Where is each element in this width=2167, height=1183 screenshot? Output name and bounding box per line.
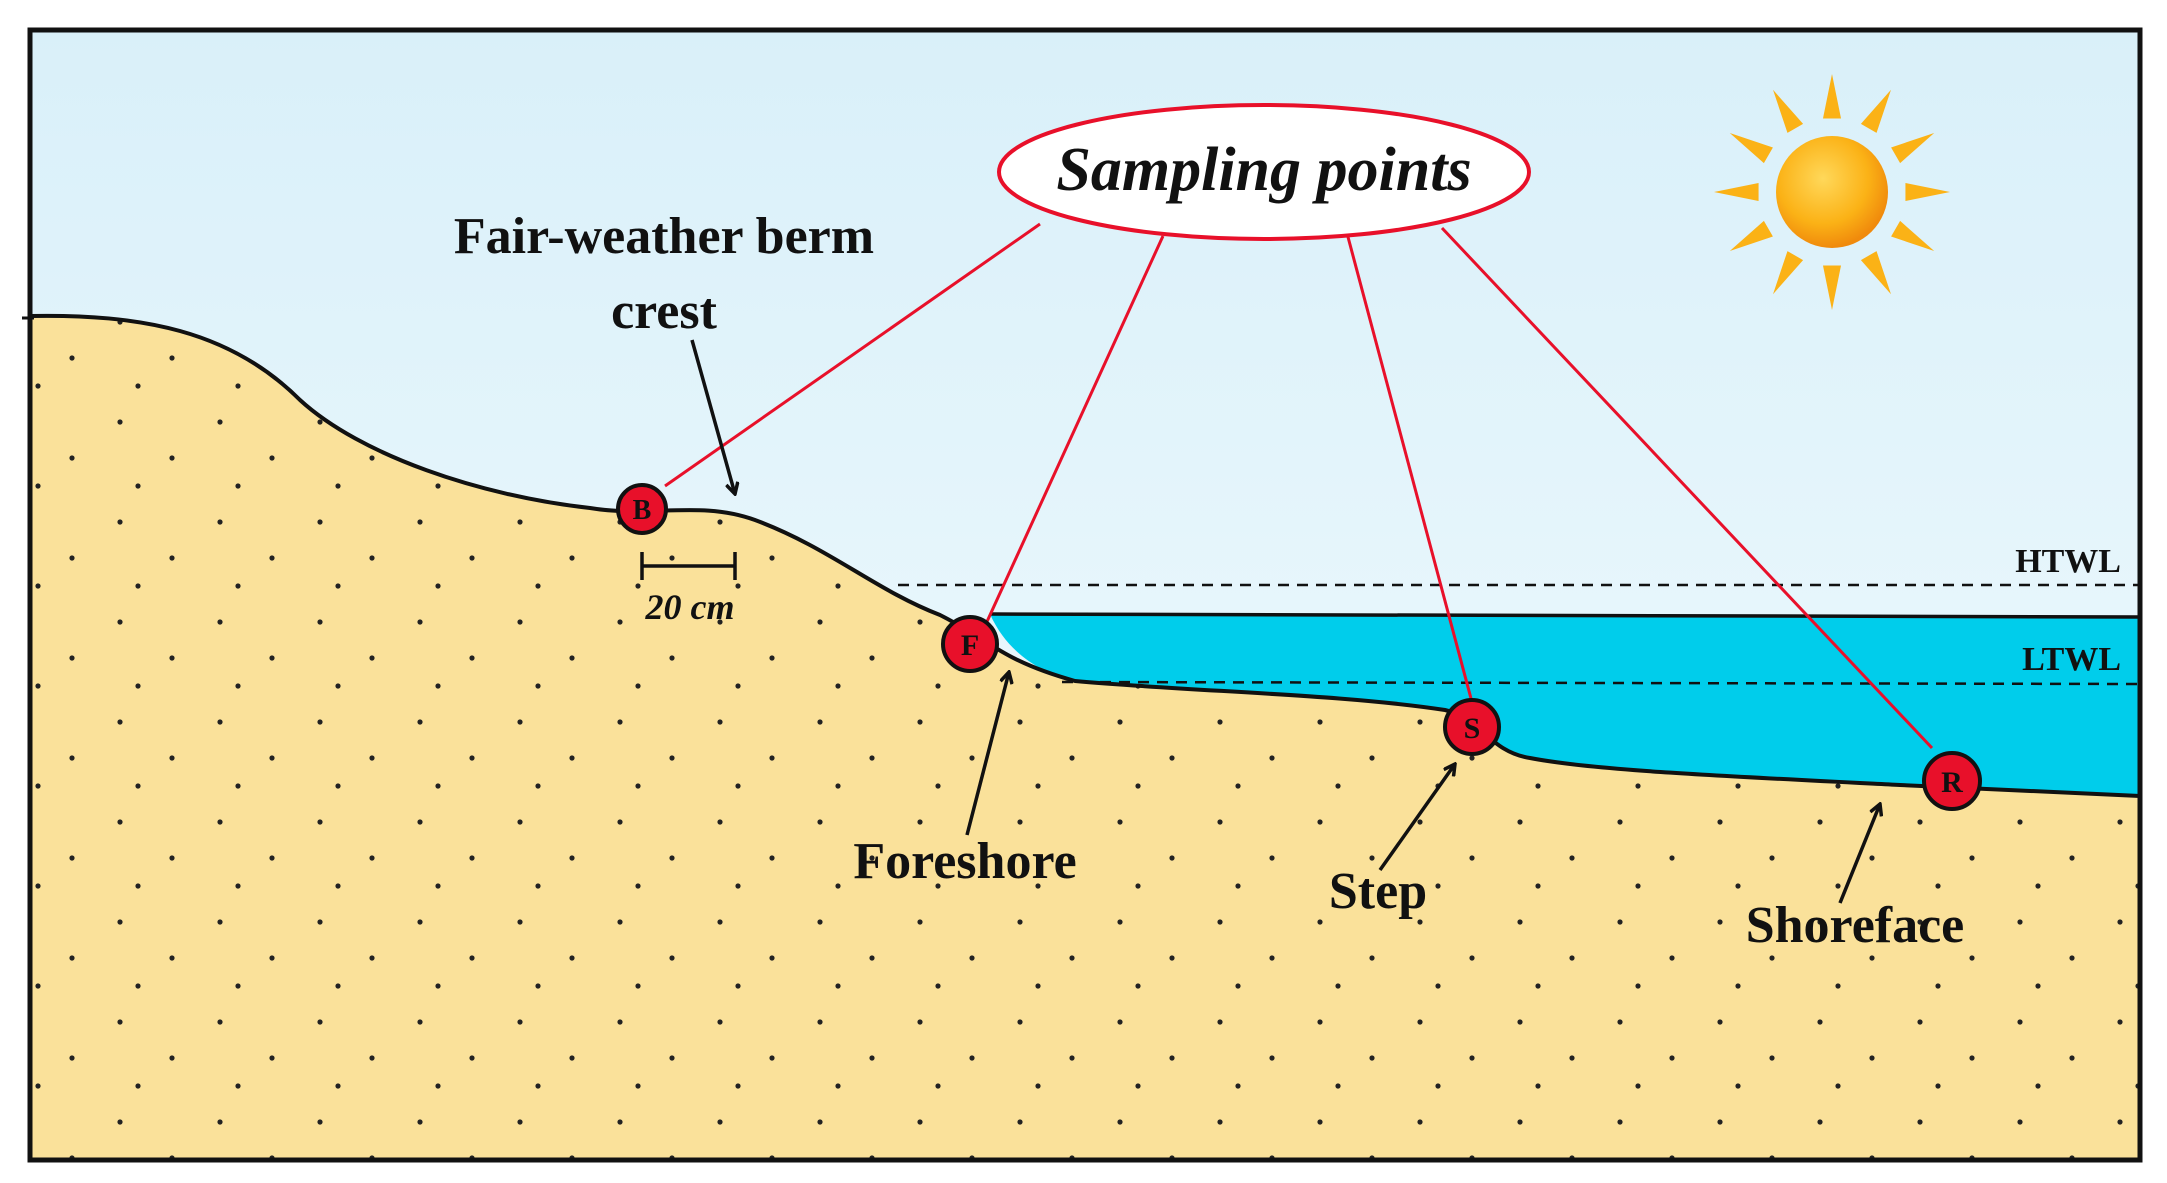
sun-ray	[1773, 251, 1804, 295]
berm-crest-label-line2: crest	[611, 283, 718, 340]
arrow-shoreface	[1838, 804, 1880, 904]
scale-bar	[640, 552, 737, 580]
sampling-points-ellipse	[997, 103, 1531, 241]
sampling-point-shoreface: R	[1922, 751, 1982, 811]
sampling-point-foreshore: F	[941, 615, 999, 673]
pointer-arrows	[690, 339, 1880, 904]
point-letter-berm: B	[633, 495, 652, 526]
sun-ray	[1822, 74, 1842, 119]
shoreface-label: Shoreface	[1746, 897, 1965, 954]
sun-ray	[1773, 89, 1804, 133]
water-surface-line	[989, 612, 2141, 619]
sun-ray	[1729, 133, 1773, 164]
beach-profile-line	[29, 313, 2141, 798]
sun-ray	[1729, 220, 1773, 251]
step-label: Step	[1329, 863, 1427, 920]
leader-lines	[664, 222, 1934, 750]
diagram-frame	[27, 27, 2143, 1163]
water-body	[990, 614, 2140, 796]
scale-bar-label: 20 cm	[645, 587, 735, 627]
point-letter-shoreface: R	[1941, 766, 1963, 799]
sampling-point-berm: B	[616, 483, 668, 535]
sun-ray	[1714, 182, 1759, 202]
leader-line-shoreface	[1440, 226, 1934, 750]
arrow-berm-crest	[690, 339, 735, 494]
point-letter-step: S	[1464, 712, 1481, 745]
sampling-point-step: S	[1443, 698, 1501, 756]
sun-ray	[1822, 265, 1842, 310]
sand-dots	[30, 315, 2140, 1160]
sun-ray	[1891, 220, 1935, 251]
foreshore-label: Foreshore	[853, 833, 1076, 890]
sampling-points-title: Sampling points	[1056, 136, 1471, 204]
sun-ray	[1860, 89, 1891, 133]
berm-crest-label-line1: Fair-weather berm	[454, 208, 874, 265]
arrow-step	[1378, 764, 1455, 872]
leader-line-step	[1346, 236, 1475, 707]
sun-ray	[1891, 133, 1935, 164]
point-letter-foreshore: F	[961, 629, 979, 662]
ltwl-line	[1061, 680, 2141, 686]
sun-ray	[1905, 182, 1950, 202]
htwl-label: HTWL	[2015, 543, 2121, 580]
sun-ray	[1860, 251, 1891, 295]
leader-line-foreshore	[983, 235, 1165, 627]
ltwl-label: LTWL	[2022, 641, 2121, 678]
leader-line-berm	[664, 222, 1041, 488]
arrow-foreshore	[965, 672, 1009, 836]
sun-icon	[1714, 74, 1950, 310]
